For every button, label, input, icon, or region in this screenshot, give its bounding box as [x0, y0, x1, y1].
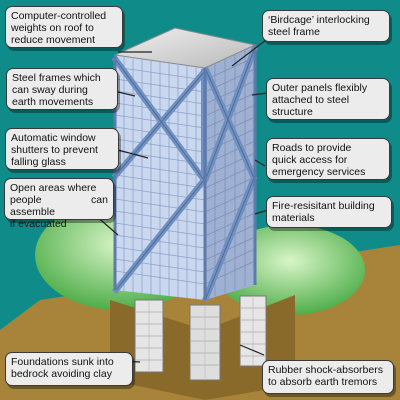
callout-window-shutters: Automatic window shutters to prevent fal…	[5, 128, 119, 170]
callout-open-areas: Open areas where people can assemble if …	[4, 178, 114, 230]
callout-foundations: Foundations sunk into bedrock avoiding c…	[5, 352, 133, 386]
callout-roof-weights: Computer-controlled weights on roof to r…	[5, 6, 123, 48]
callout-outer-panels: Outer panels flexibly attached to steel …	[266, 78, 390, 120]
callout-roads: Roads to provide quick access for emerge…	[266, 138, 390, 180]
callout-birdcage-frame: ‘Birdcage’ interlocking steel frame	[262, 10, 390, 42]
callout-fire-resistant: Fire-resisitant building materials	[266, 196, 392, 228]
callout-steel-frames: Steel frames which can sway during earth…	[6, 68, 118, 110]
foundation-pillars	[134, 295, 267, 381]
tower-right-face	[205, 45, 255, 300]
callout-shock-absorbers: Rubber shock-absorbers to absorb earth t…	[262, 360, 394, 394]
